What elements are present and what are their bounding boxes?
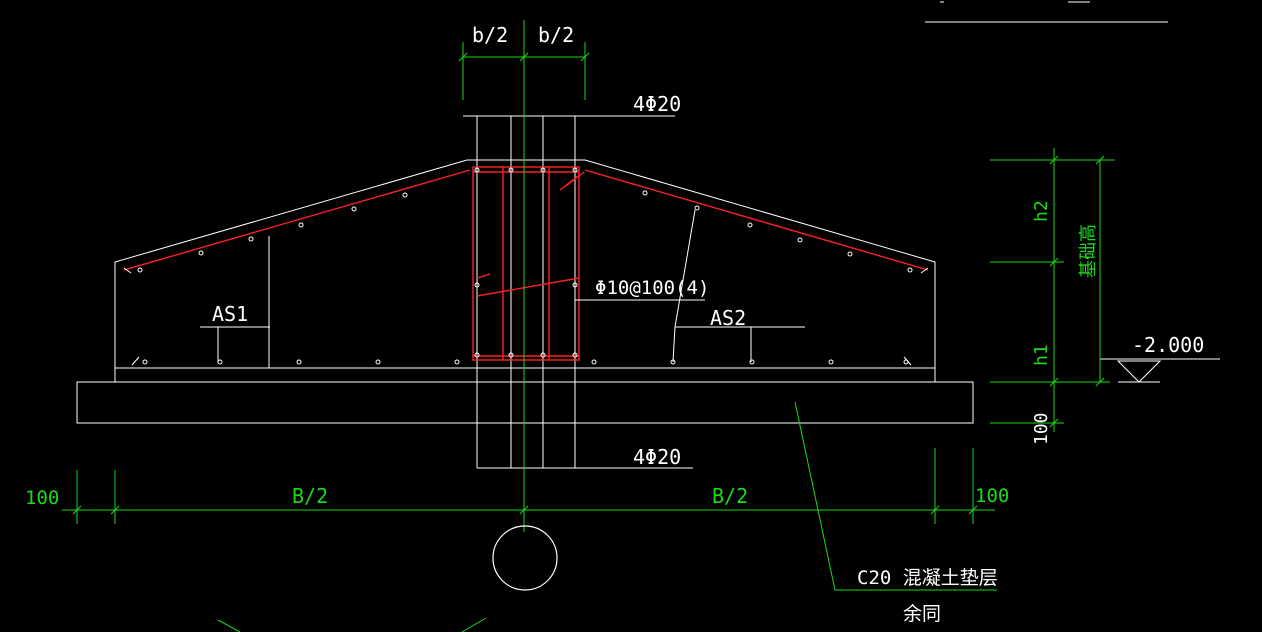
top-bars-label: 4Φ20 bbox=[633, 92, 681, 116]
top-slope-bar-right bbox=[584, 169, 929, 271]
half-width-left-label: B/2 bbox=[292, 484, 328, 508]
dimension-lines bbox=[62, 20, 1115, 632]
pad-thickness-label: 100 bbox=[1031, 412, 1052, 445]
half-column-left-label: b/2 bbox=[472, 23, 508, 47]
title-block bbox=[925, 1, 1168, 23]
axis-bubble bbox=[492, 525, 558, 591]
half-width-right-label: B/2 bbox=[712, 484, 748, 508]
labels: b/2 b/2 4Φ20 4Φ20 Φ10@100(4) AS1 AS2 -2.… bbox=[25, 23, 1204, 625]
foundation-height-label: 基础高 bbox=[1078, 224, 1099, 278]
h2-label: h2 bbox=[1031, 200, 1052, 222]
column-outline bbox=[476, 115, 576, 469]
half-column-right-label: b/2 bbox=[538, 23, 574, 47]
elevation-label: -2.000 bbox=[1132, 333, 1204, 357]
as1-label: AS1 bbox=[212, 302, 248, 326]
remainder-note-label: 余同 bbox=[903, 603, 941, 625]
left-offset-label: 100 bbox=[25, 487, 59, 509]
foundation-outline bbox=[76, 159, 974, 424]
as2-label: AS2 bbox=[710, 306, 746, 330]
rebar-dots bbox=[123, 167, 929, 366]
h1-label: h1 bbox=[1031, 344, 1052, 366]
concrete-pad-label: C20 混凝土垫层 bbox=[857, 567, 998, 589]
top-slope-bar-left bbox=[123, 169, 471, 271]
stirrups-label: Φ10@100(4) bbox=[595, 277, 709, 299]
stirrup-outer bbox=[472, 166, 580, 361]
leader-lines bbox=[200, 115, 1220, 469]
right-offset-label: 100 bbox=[975, 485, 1009, 507]
rebar-cage bbox=[123, 166, 929, 361]
bottom-bars-label: 4Φ20 bbox=[633, 445, 681, 469]
